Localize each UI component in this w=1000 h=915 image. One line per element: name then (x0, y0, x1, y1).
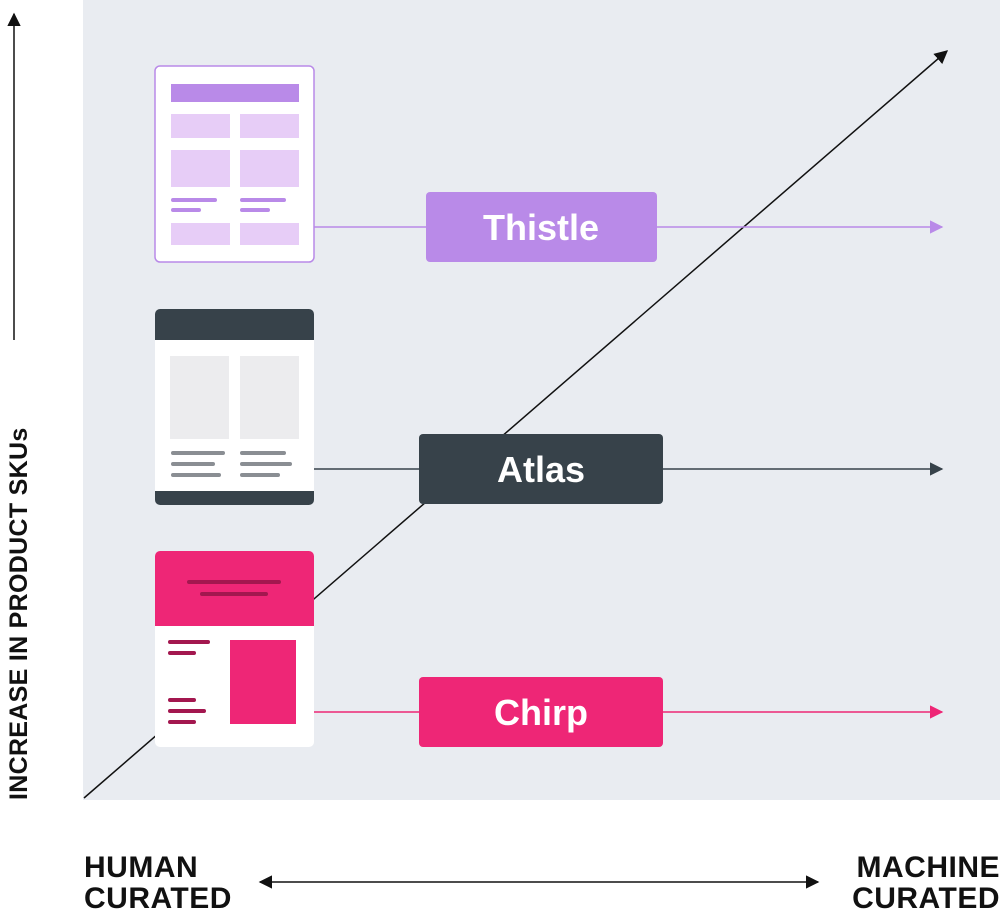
atlas-label: Atlas (497, 449, 585, 490)
chirp-label-pill: Chirp (419, 677, 663, 747)
x-axis-left-label: HUMAN CURATED (84, 851, 232, 915)
chirp-label: Chirp (494, 692, 588, 733)
thistle-label: Thistle (483, 207, 599, 248)
atlas-layout-icon (155, 309, 314, 505)
y-axis-label: INCREASE IN PRODUCT SKUs (5, 427, 33, 800)
x-axis-right-label: MACHINE CURATED (852, 851, 1000, 915)
thistle-label-pill: Thistle (426, 192, 657, 262)
atlas-label-pill: Atlas (419, 434, 663, 504)
chirp-layout-icon (155, 551, 314, 747)
thistle-layout-icon (154, 65, 315, 263)
